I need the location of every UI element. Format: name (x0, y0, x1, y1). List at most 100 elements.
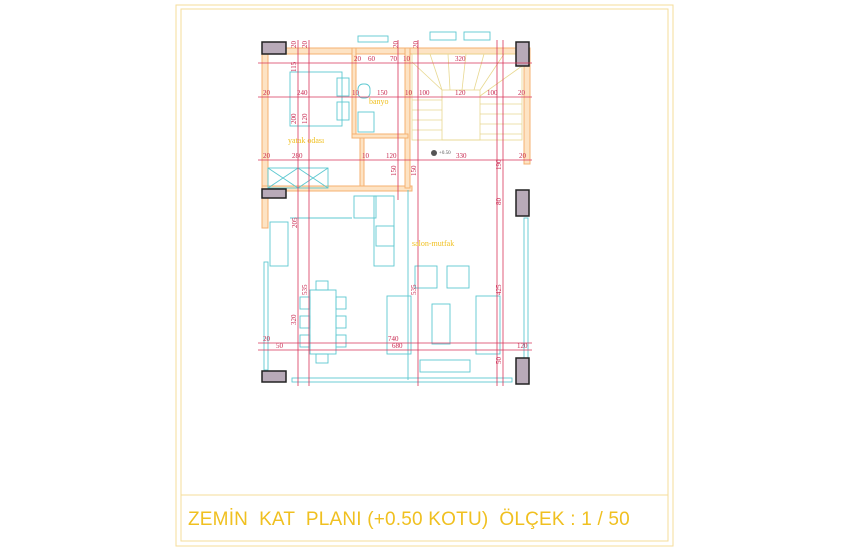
shower (357, 111, 375, 133)
chair (335, 296, 347, 310)
window-bottom (291, 377, 513, 383)
dimension-label: 20 (354, 55, 362, 63)
dimension-label: 120 (386, 152, 397, 160)
dimension-label: 240 (297, 89, 308, 97)
coffee-table (431, 303, 451, 345)
stair-step (473, 53, 485, 91)
columns (261, 41, 530, 385)
level-marker-icon (431, 150, 437, 156)
dimension-label: 20 (518, 89, 526, 97)
inner-frame (180, 8, 669, 496)
chair (335, 315, 347, 329)
dimension-label: 190 (495, 159, 503, 170)
sink (269, 221, 289, 267)
column (515, 357, 530, 385)
tv-unit (419, 359, 471, 373)
dimension-label: 120 (517, 342, 528, 350)
dimension-label: 150 (390, 165, 398, 176)
window-top (357, 35, 389, 43)
column (515, 41, 530, 67)
nightstand (336, 101, 350, 121)
stair-step (479, 65, 523, 97)
furniture (263, 31, 529, 383)
wall-bath-door (359, 137, 365, 187)
dimension-label: 120 (455, 89, 466, 97)
column (261, 188, 287, 199)
dimension-label: 280 (292, 152, 303, 160)
dimension-label: 10 (403, 55, 411, 63)
dimension-label: 320 (455, 55, 466, 63)
dimension-label: 20 (301, 41, 309, 49)
chair (335, 334, 347, 348)
level-mark: +0.50 (439, 151, 451, 156)
dimension-label: 80 (495, 198, 503, 206)
dimension-label: 740 (388, 335, 399, 343)
dimension-label: 70 (390, 55, 398, 63)
armchair (446, 265, 470, 289)
dimension-label: 150 (377, 89, 388, 97)
dimension-label: 10 (352, 89, 360, 97)
dimension-label: 200 (290, 113, 298, 124)
dimension-label: 60 (368, 55, 376, 63)
dimension-label: 20 (263, 335, 271, 343)
bed (289, 71, 343, 127)
column (261, 41, 287, 55)
toilet (357, 83, 371, 99)
stair-well (441, 89, 481, 141)
dimension-label: 205 (291, 217, 299, 228)
dimension-label: 20 (412, 41, 420, 49)
label-box (463, 31, 491, 41)
dimension-label: 50 (276, 342, 284, 350)
window-right (523, 217, 529, 361)
sheet-title: ZEMİN KAT PLANI (+0.50 KOTU) ÖLÇEK : 1 /… (188, 509, 630, 530)
dimension-label: 680 (392, 342, 403, 350)
dimension-label: 20 (263, 152, 271, 160)
dimension-label: 10 (362, 152, 370, 160)
dimension-label: 330 (456, 152, 467, 160)
window-left (263, 261, 269, 371)
room-label-living-kitchen: salon-mutfak (412, 239, 454, 248)
chair (299, 296, 311, 310)
wall-bath-bottom (351, 133, 409, 139)
stair-step (447, 53, 451, 91)
title-block (180, 494, 669, 542)
dining-table (309, 289, 337, 355)
kitchen-counter-top (353, 195, 377, 219)
room-label-bedroom: yatak odası (288, 136, 325, 145)
walls (261, 47, 531, 229)
stair-step (479, 53, 505, 91)
dimension-label: 535 (410, 284, 418, 295)
nightstand (336, 77, 350, 97)
chair (315, 280, 329, 291)
column (261, 370, 287, 383)
dimension-label: 150 (410, 165, 418, 176)
chair (299, 334, 311, 348)
floor-plan: 2060701032020240101501010012010020202801… (258, 31, 532, 386)
stair-step (411, 61, 443, 91)
dimension-label: 20 (290, 41, 298, 49)
dimension-label: 100 (487, 89, 498, 97)
dimension-label: 115 (290, 61, 298, 72)
chair (299, 315, 311, 329)
dimension-label: 50 (495, 357, 503, 365)
dimension-label: 320 (290, 314, 298, 325)
armchair (414, 265, 438, 289)
stair-step (429, 53, 443, 91)
wall-bath-stair (404, 47, 411, 189)
label-box (429, 31, 457, 41)
sofa (386, 295, 412, 355)
dimension-label: 535 (301, 284, 309, 295)
dimension-label: 20 (263, 89, 271, 97)
wardrobe-x (297, 167, 329, 189)
dimension-label: 20 (519, 152, 527, 160)
stair-step (461, 53, 467, 91)
chair (315, 353, 329, 364)
dimension-label: 20 (392, 41, 400, 49)
wall-left-upper (261, 47, 269, 229)
dimension-label: 10 (405, 89, 413, 97)
wardrobe-x (267, 167, 299, 189)
cooktop (375, 225, 395, 247)
dimension-lines (258, 40, 532, 386)
sofa (475, 295, 501, 355)
